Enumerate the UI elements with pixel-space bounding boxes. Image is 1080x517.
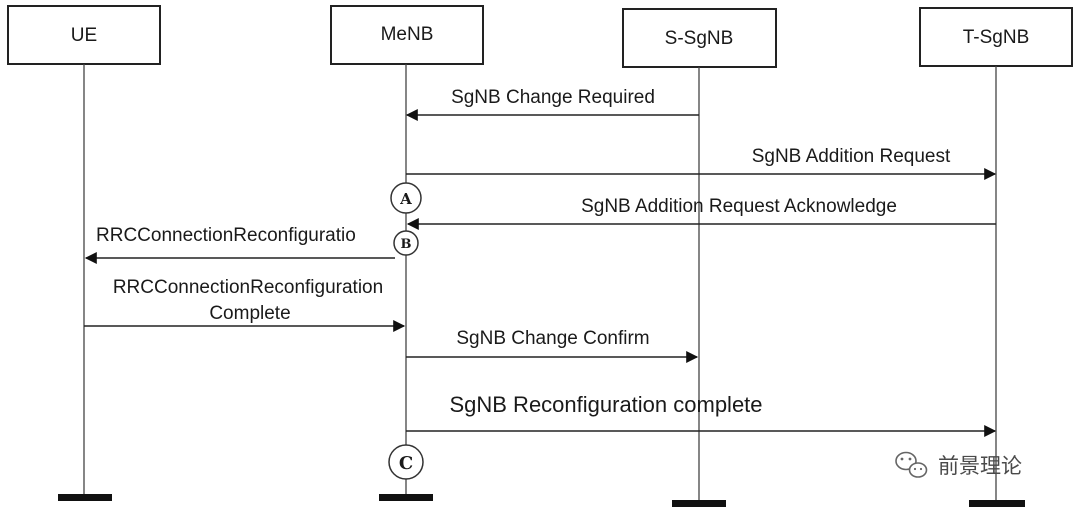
message-label-rrc-reconfiguration-complete-line1: RRCConnectionReconfiguration: [113, 277, 383, 298]
marker-b-circle: [393, 230, 419, 256]
lifeline-end-s-sgnb: [672, 500, 726, 507]
message-label-sgnb-addition-request-acknowledge: SgNB Addition Request Acknowledge: [581, 196, 897, 217]
marker-c-label: C: [399, 453, 413, 474]
marker-c-circle: [388, 444, 424, 480]
lifeline-end-ue: [58, 494, 112, 501]
participant-box-t-sgnb: [919, 7, 1073, 67]
lifeline-end-menb: [379, 494, 433, 501]
message-label-rrc-connection-reconfiguration: RRCConnectionReconfiguratio: [96, 225, 356, 246]
participant-label-s-sgnb: S-SgNB: [665, 28, 734, 49]
participant-box-menb: [330, 5, 484, 65]
message-label-sgnb-addition-request: SgNB Addition Request: [752, 146, 951, 167]
watermark-text: 前景理论: [938, 455, 1022, 478]
marker-a-label: A: [399, 190, 412, 208]
participant-box-ue: [7, 5, 161, 65]
message-label-sgnb-change-confirm: SgNB Change Confirm: [456, 328, 649, 349]
participant-label-ue: UE: [71, 25, 97, 46]
lifeline-end-t-sgnb: [969, 500, 1025, 507]
message-label-sgnb-change-required: SgNB Change Required: [451, 87, 655, 108]
marker-a-circle: [390, 182, 422, 214]
participant-label-menb: MeNB: [381, 24, 434, 45]
message-label-rrc-reconfiguration-complete-line2: Complete: [209, 303, 290, 324]
participant-label-t-sgnb: T-SgNB: [963, 27, 1030, 48]
wechat-icon: [895, 451, 928, 478]
message-label-sgnb-reconfiguration-complete: SgNB Reconfiguration complete: [449, 392, 762, 417]
marker-b-label: B: [401, 237, 412, 252]
